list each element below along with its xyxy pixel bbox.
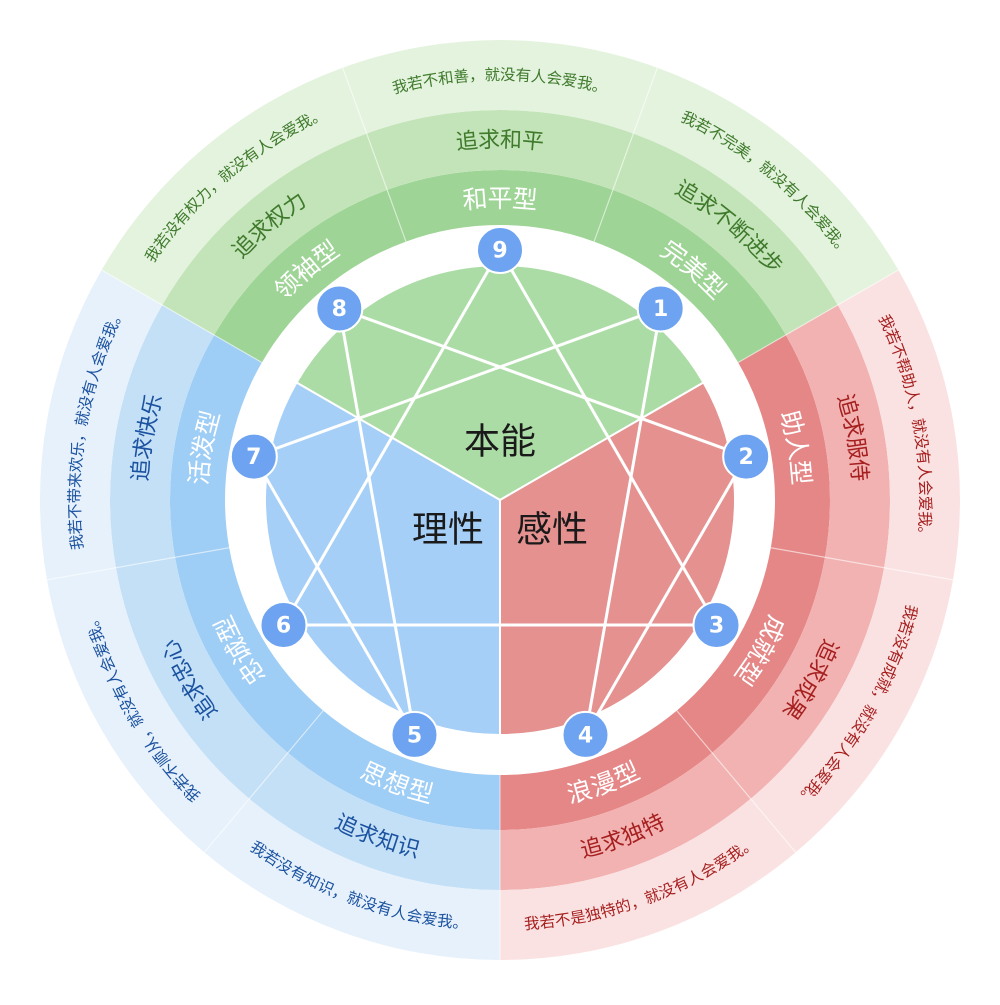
segment-divider: [737, 269, 899, 364]
belief-segment-5: [204, 798, 501, 960]
type-number-7: 7: [246, 445, 261, 470]
connection-line-8-5: [337, 308, 416, 736]
pursuit-segment-6: [115, 557, 288, 799]
type-number-1: 1: [653, 297, 668, 322]
type-number-6: 6: [276, 614, 291, 639]
type-name-segment-1: [594, 189, 786, 363]
type-node-6: [259, 601, 308, 649]
type-node-5: [390, 710, 439, 759]
belief-segment-2: [837, 270, 961, 580]
type-name-segment-2: [738, 335, 830, 558]
type-number-9: 9: [492, 239, 507, 264]
belief-segment-6: [46, 567, 250, 853]
type-node-2: [722, 432, 771, 481]
center-label-rational: 理性: [412, 510, 484, 551]
type-node-8: [315, 284, 364, 333]
type-name-segment-9: [387, 169, 613, 242]
type-number-8: 8: [332, 297, 347, 322]
type-name-segment-4: [500, 710, 713, 830]
segment-divider: [46, 547, 230, 581]
connection-line-6-9: [282, 249, 502, 626]
pursuit-segment-2: [785, 305, 890, 568]
type-node-1: [636, 284, 685, 333]
connection-lines: [252, 249, 748, 736]
type-name-segment-3: [676, 547, 825, 753]
connection-line-1-4: [584, 308, 663, 736]
segment-divider: [676, 710, 797, 853]
pursuit-segment-9: [366, 110, 634, 190]
connection-line-2-8: [338, 307, 747, 458]
type-number-3: 3: [709, 614, 724, 639]
type-name-segment-8: [214, 189, 406, 363]
segment-divider: [101, 269, 263, 364]
connection-line-5-7: [252, 455, 416, 736]
center-label-instinct: 本能: [464, 422, 536, 463]
type-node-4: [561, 710, 610, 759]
type-name-text-9: 和平型: [461, 183, 538, 214]
pursuit-segment-7: [110, 305, 215, 568]
segment-divider: [770, 547, 954, 581]
pursuit-segment-4: [500, 752, 751, 890]
pursuit-segment-8: [162, 133, 388, 335]
segment-divider: [203, 710, 324, 853]
belief-segment-9: [342, 39, 658, 134]
type-node-3: [692, 601, 741, 649]
segment-divider: [593, 67, 658, 242]
belief-segment-3: [750, 567, 954, 853]
type-name-segment-6: [175, 547, 324, 753]
type-name-segment-5: [287, 710, 500, 831]
type-name-segment-7: [170, 335, 262, 558]
type-node-9: [476, 226, 524, 274]
type-number-2: 2: [739, 445, 754, 470]
type-node-7: [229, 432, 278, 481]
pursuit-segment-3: [712, 557, 885, 799]
pursuit-segment-5: [249, 752, 500, 890]
connection-line-4-2: [584, 455, 748, 736]
type-number-4: 4: [578, 723, 593, 748]
connection-line-9-3: [498, 249, 718, 626]
belief-segment-4: [500, 798, 796, 960]
belief-segment-7: [39, 270, 163, 580]
center-label-emotional: 感性: [516, 510, 588, 551]
pursuit-segment-1: [612, 133, 838, 335]
segment-divider: [342, 67, 407, 242]
type-number-nodes: 1 2 3 4 5 6 7 8 9: [229, 226, 771, 759]
connection-line-7-1: [253, 307, 662, 458]
ring-layer: [39, 39, 961, 960]
belief-segment-1: [633, 67, 899, 305]
type-number-5: 5: [407, 723, 422, 748]
belief-segment-8: [101, 67, 367, 305]
